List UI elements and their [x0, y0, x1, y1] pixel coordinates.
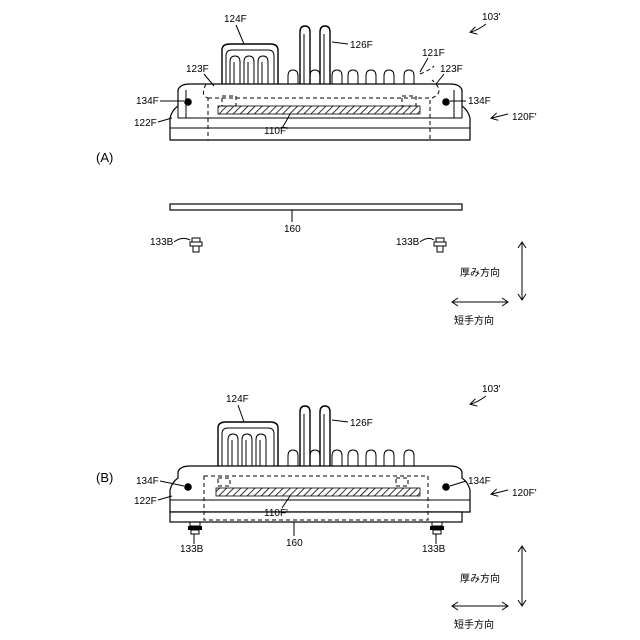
leader-124f-b	[238, 405, 244, 422]
screw-hole-right-b	[442, 483, 450, 491]
short-axis-label-a: 短手方向	[454, 314, 494, 327]
board-label-b: 110F'	[264, 508, 288, 519]
screw-hole-left-a	[184, 98, 192, 106]
axis-indicator-b: 厚み方向 短手方向	[452, 546, 526, 631]
screw-label-right-a: 133B	[396, 237, 420, 248]
housing-label-a: 122F	[134, 118, 157, 129]
fin-group-right-a	[288, 26, 414, 84]
fin-group-left-label-b: 124F	[226, 394, 249, 405]
leader-124f-a	[236, 25, 244, 44]
board-label-a: 110F'	[264, 126, 288, 137]
short-axis-label-b: 短手方向	[454, 618, 494, 631]
leader-133b-left-a	[174, 238, 190, 242]
board-a	[218, 106, 420, 114]
screw-label-left-b: 133B	[180, 544, 204, 555]
module-label-b: 120F'	[512, 488, 537, 499]
screw-hole-label-left-a: 134F	[136, 96, 159, 107]
cover-leader-curve	[420, 66, 434, 74]
fin-group-left-b	[218, 422, 278, 466]
leader-123f-right-a	[436, 74, 444, 84]
figure-a: (A) 103'	[96, 12, 537, 327]
device-ref-label: 103'	[482, 12, 501, 23]
bracket-label-left-a: 123F	[186, 64, 209, 75]
screw-label-left-a: 133B	[150, 237, 174, 248]
thickness-axis-label-a: 厚み方向	[460, 266, 500, 279]
screw-hole-right-a	[442, 98, 450, 106]
device-ref-leader-b	[471, 396, 486, 404]
device-ref-leader	[471, 24, 486, 32]
panel-label-b: (B)	[96, 470, 113, 485]
plate-label-a: 160	[284, 224, 301, 235]
leader-126f-a	[332, 42, 348, 44]
fin-group-right-label-a: 126F	[350, 40, 373, 51]
screw-hole-left-b	[184, 483, 192, 491]
leader-133b-right-a	[420, 238, 434, 242]
cover-label-a: 121F	[422, 48, 445, 59]
screw-label-right-b: 133B	[422, 544, 446, 555]
plate-label-b: 160	[286, 538, 303, 549]
fin-group-right-label-b: 126F	[350, 418, 373, 429]
board-b	[216, 488, 420, 496]
fin-group-left-a	[222, 44, 278, 84]
bracket-label-right-a: 123F	[440, 64, 463, 75]
leader-120f-a	[492, 114, 508, 118]
leader-121f-a	[420, 58, 428, 72]
figure-b: (B) 103'	[96, 384, 537, 631]
screw-right-b	[430, 522, 444, 534]
leader-126f-b	[332, 420, 348, 422]
fin-group-right-b	[288, 406, 414, 466]
screw-hole-label-right-b: 134F	[468, 476, 491, 487]
module-label-a: 120F'	[512, 112, 537, 123]
screw-right-a	[434, 238, 446, 252]
device-ref-label-b: 103'	[482, 384, 501, 395]
screw-left-b	[188, 522, 202, 534]
panel-label-a: (A)	[96, 150, 113, 165]
screw-left-a	[190, 238, 202, 252]
fin-group-left-label-a: 124F	[224, 14, 247, 25]
thickness-axis-label-b: 厚み方向	[460, 572, 500, 585]
housing-label-b: 122F	[134, 496, 157, 507]
leader-120f-b	[492, 490, 508, 494]
screw-hole-label-right-a: 134F	[468, 96, 491, 107]
screw-hole-label-left-b: 134F	[136, 476, 159, 487]
axis-indicator-a: 厚み方向 短手方向	[452, 242, 526, 327]
plate-a	[170, 204, 462, 210]
